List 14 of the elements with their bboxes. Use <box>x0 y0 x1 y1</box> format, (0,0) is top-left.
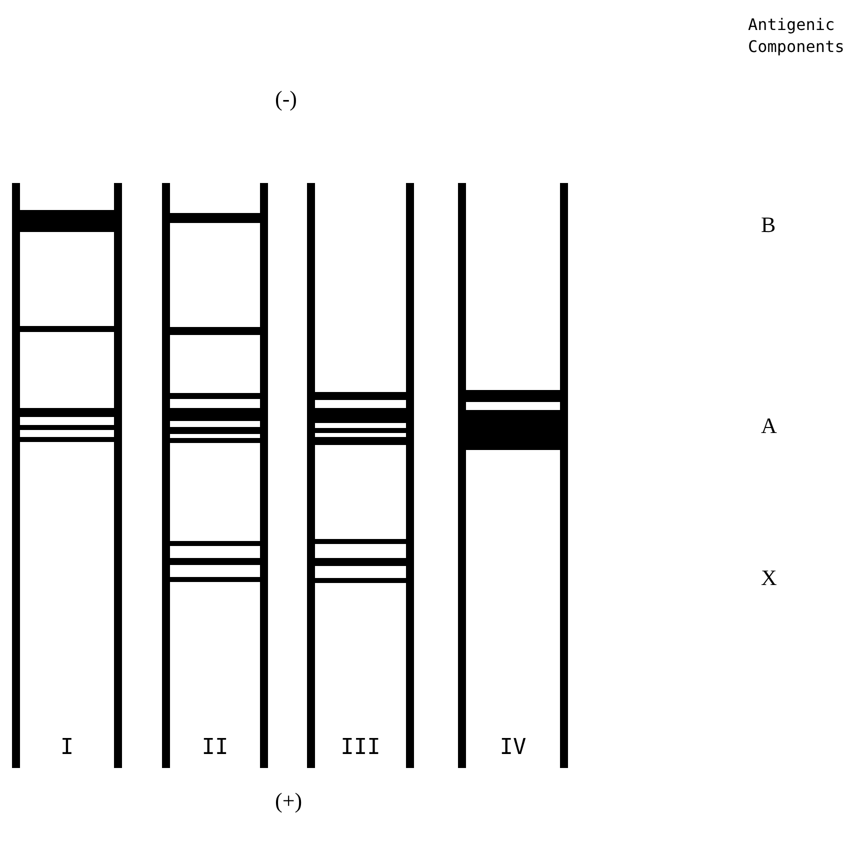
polarity-label: (+) <box>275 788 302 814</box>
component-label: X <box>761 565 777 591</box>
column-heading: Antigenic Components <box>748 14 846 58</box>
lane-label: III <box>340 735 382 760</box>
gel-lane <box>307 183 414 768</box>
lane-label: IV <box>498 735 528 760</box>
gel-lane <box>162 183 268 768</box>
lane-label: II <box>200 735 230 760</box>
polarity-label: (-) <box>275 86 297 112</box>
lane-label: I <box>59 735 75 760</box>
component-label: B <box>761 212 776 238</box>
gel-lane <box>12 183 122 768</box>
component-label: A <box>761 413 777 439</box>
gel-lane <box>458 183 568 768</box>
